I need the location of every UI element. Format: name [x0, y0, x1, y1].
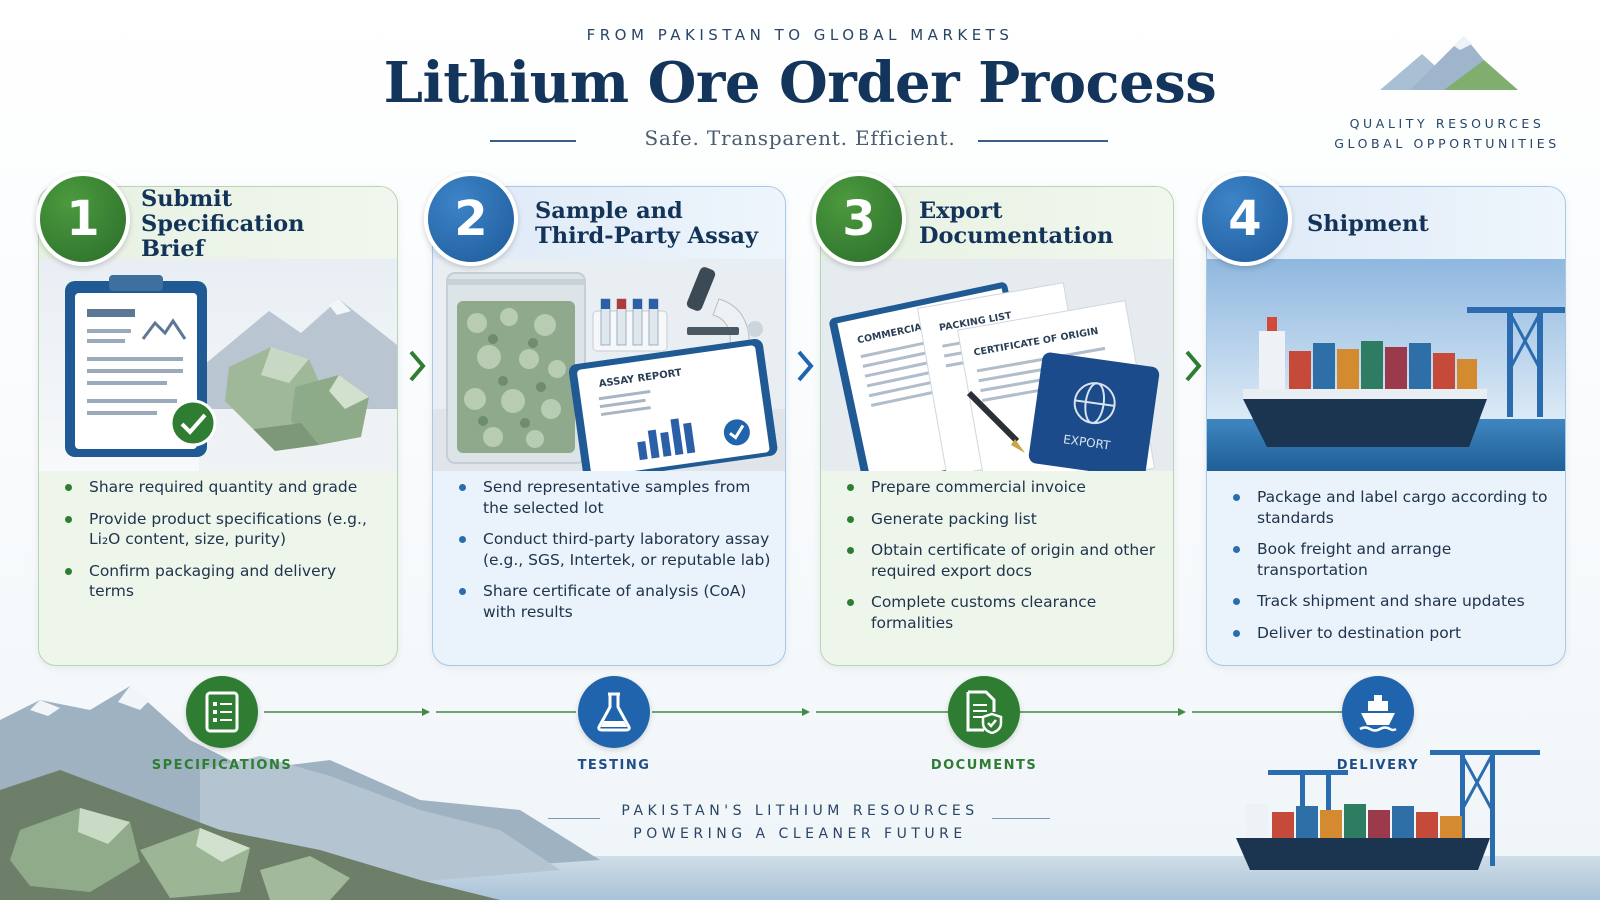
step-3-illustration: COMMERCIAL INVOICE PACKING LIST CERTIFIC…	[821, 259, 1173, 499]
step-4-body: Package and label cargo according to sta…	[1207, 477, 1565, 665]
step-badge-1: 1	[36, 172, 130, 266]
step-badge-4: 4	[1198, 172, 1292, 266]
timeline-label-testing: TESTING	[577, 758, 651, 773]
timeline-label-delivery: DELIVERY	[1336, 758, 1420, 773]
specifications-step-icon	[186, 676, 258, 748]
list-item: Prepare commercial invoice	[847, 477, 1159, 498]
step-2-illustration: ASSAY REPORT	[433, 259, 785, 482]
list-item: Conduct third-party laboratory assay (e.…	[459, 529, 771, 570]
flask-icon	[597, 692, 631, 732]
timeline-label-specifications: SPECIFICATIONS	[151, 758, 293, 773]
brand-tagline: QUALITY RESOURCES GLOBAL OPPORTUNITIES	[1332, 114, 1562, 154]
passport-icon: EXPORT	[1028, 352, 1160, 478]
step-1-title-line2: Brief	[141, 235, 205, 262]
step-1-body: Share required quantity and grade Provid…	[39, 477, 397, 665]
timeline-label-documents: DOCUMENTS	[930, 758, 1038, 773]
list-item: Package and label cargo according to sta…	[1233, 487, 1551, 528]
footer-tagline: PAKISTAN'S LITHIUM RESOURCES POWERING A …	[0, 800, 1600, 846]
testing-step-icon	[578, 676, 650, 748]
header-kicker: FROM PAKISTAN TO GLOBAL MARKETS	[586, 26, 1014, 44]
brand-line-2: GLOBAL OPPORTUNITIES	[1334, 136, 1560, 151]
ship-icon	[1359, 695, 1397, 732]
process-timeline: SPECIFICATIONS TESTING DOCUMENTS DELIVER…	[0, 650, 1600, 780]
sample-bag-icon	[446, 272, 586, 464]
step-4-title-line1: Shipment	[1307, 210, 1429, 237]
cargo-ship-icon	[1243, 317, 1487, 447]
list-item: Obtain certificate of origin and other r…	[847, 540, 1159, 581]
timeline-connectors	[264, 708, 1342, 716]
list-item: Generate packing list	[847, 509, 1159, 530]
list-item: Complete customs clearance formalities	[847, 592, 1159, 633]
documents-step-icon	[948, 676, 1020, 748]
tagline-row: Safe. Transparent. Efficient.	[0, 126, 1600, 156]
step-4-illustration	[1207, 259, 1565, 471]
cargo-ship-icon	[1236, 804, 1490, 870]
chevron-right-icon	[409, 350, 426, 382]
list-item: Book freight and arrange transportation	[1233, 539, 1551, 580]
step-card-2: Sample and Third-Party Assay	[432, 186, 786, 666]
list-item: Share required quantity and grade	[65, 477, 383, 498]
step-2-body: Send representative samples from the sel…	[433, 477, 785, 665]
clipboard-icon	[65, 275, 217, 457]
step-4-bullets: Package and label cargo according to sta…	[1233, 487, 1551, 654]
page-title: Lithium Ore Order Process	[383, 50, 1217, 116]
port-crane-icon	[1467, 307, 1565, 417]
footer-line-2: POWERING A CLEANER FUTURE	[633, 826, 967, 842]
list-item: Share certificate of analysis (CoA) with…	[459, 581, 771, 622]
step-2-title: Sample and Third-Party Assay	[535, 195, 758, 253]
passport-label: EXPORT	[1062, 432, 1111, 453]
brand-line-1: QUALITY RESOURCES	[1349, 116, 1545, 131]
tagline-rule-left	[490, 140, 576, 142]
list-item: Send representative samples from the sel…	[459, 477, 771, 518]
step-2-bullets: Send representative samples from the sel…	[459, 477, 771, 633]
mountain-logo-icon	[1380, 36, 1518, 90]
pen-icon	[966, 390, 1025, 453]
step-4-title: Shipment	[1307, 195, 1429, 253]
tagline-rule-right	[978, 140, 1108, 142]
step-card-4: Shipment	[1206, 186, 1566, 666]
test-tubes-icon	[592, 298, 668, 352]
step-card-1: Submit Specification Brief	[38, 186, 398, 666]
step-badge-2: 2	[424, 172, 518, 266]
landscape-scene	[0, 686, 1600, 900]
list-item: Track shipment and share updates	[1233, 591, 1551, 612]
step-badge-3: 3	[812, 172, 906, 266]
step-card-3: Export Documentation COMMERCIAL INVOICE …	[820, 186, 1174, 666]
lithium-rocks-icon	[10, 808, 350, 900]
document-shield-icon	[966, 690, 1003, 734]
lithium-rocks-icon	[225, 347, 369, 451]
step-1-title: Submit Specification Brief	[141, 187, 397, 261]
list-item: Confirm packaging and delivery terms	[65, 561, 383, 602]
step-1-illustration	[39, 259, 397, 471]
list-item: Deliver to destination port	[1233, 623, 1551, 644]
step-2-title-line1: Sample and	[535, 198, 683, 224]
chevron-right-icon	[797, 350, 814, 382]
tagline: Safe. Transparent. Efficient.	[644, 126, 956, 150]
assay-report-icon: ASSAY REPORT	[568, 338, 778, 482]
footer-rule-left	[548, 818, 600, 819]
step-2-title-line2: Third-Party Assay	[535, 223, 759, 249]
step-1-bullets: Share required quantity and grade Provid…	[65, 477, 383, 613]
footer-line-1: PAKISTAN'S LITHIUM RESOURCES	[621, 803, 979, 819]
step-3-bullets: Prepare commercial invoice Generate pack…	[847, 477, 1159, 644]
step-3-title-line1: Export Documentation	[919, 198, 1114, 249]
document-list-icon	[205, 691, 239, 733]
step-3-body: Prepare commercial invoice Generate pack…	[821, 477, 1173, 665]
delivery-step-icon	[1342, 676, 1414, 748]
step-1-title-line1: Submit Specification	[141, 186, 305, 237]
list-item: Provide product specifications (e.g., Li…	[65, 509, 383, 550]
brand-logo: QUALITY RESOURCES GLOBAL OPPORTUNITIES	[1332, 30, 1562, 160]
footer-rule-right	[992, 818, 1050, 819]
chevron-right-icon	[1185, 350, 1202, 382]
step-3-title: Export Documentation	[919, 195, 1173, 253]
